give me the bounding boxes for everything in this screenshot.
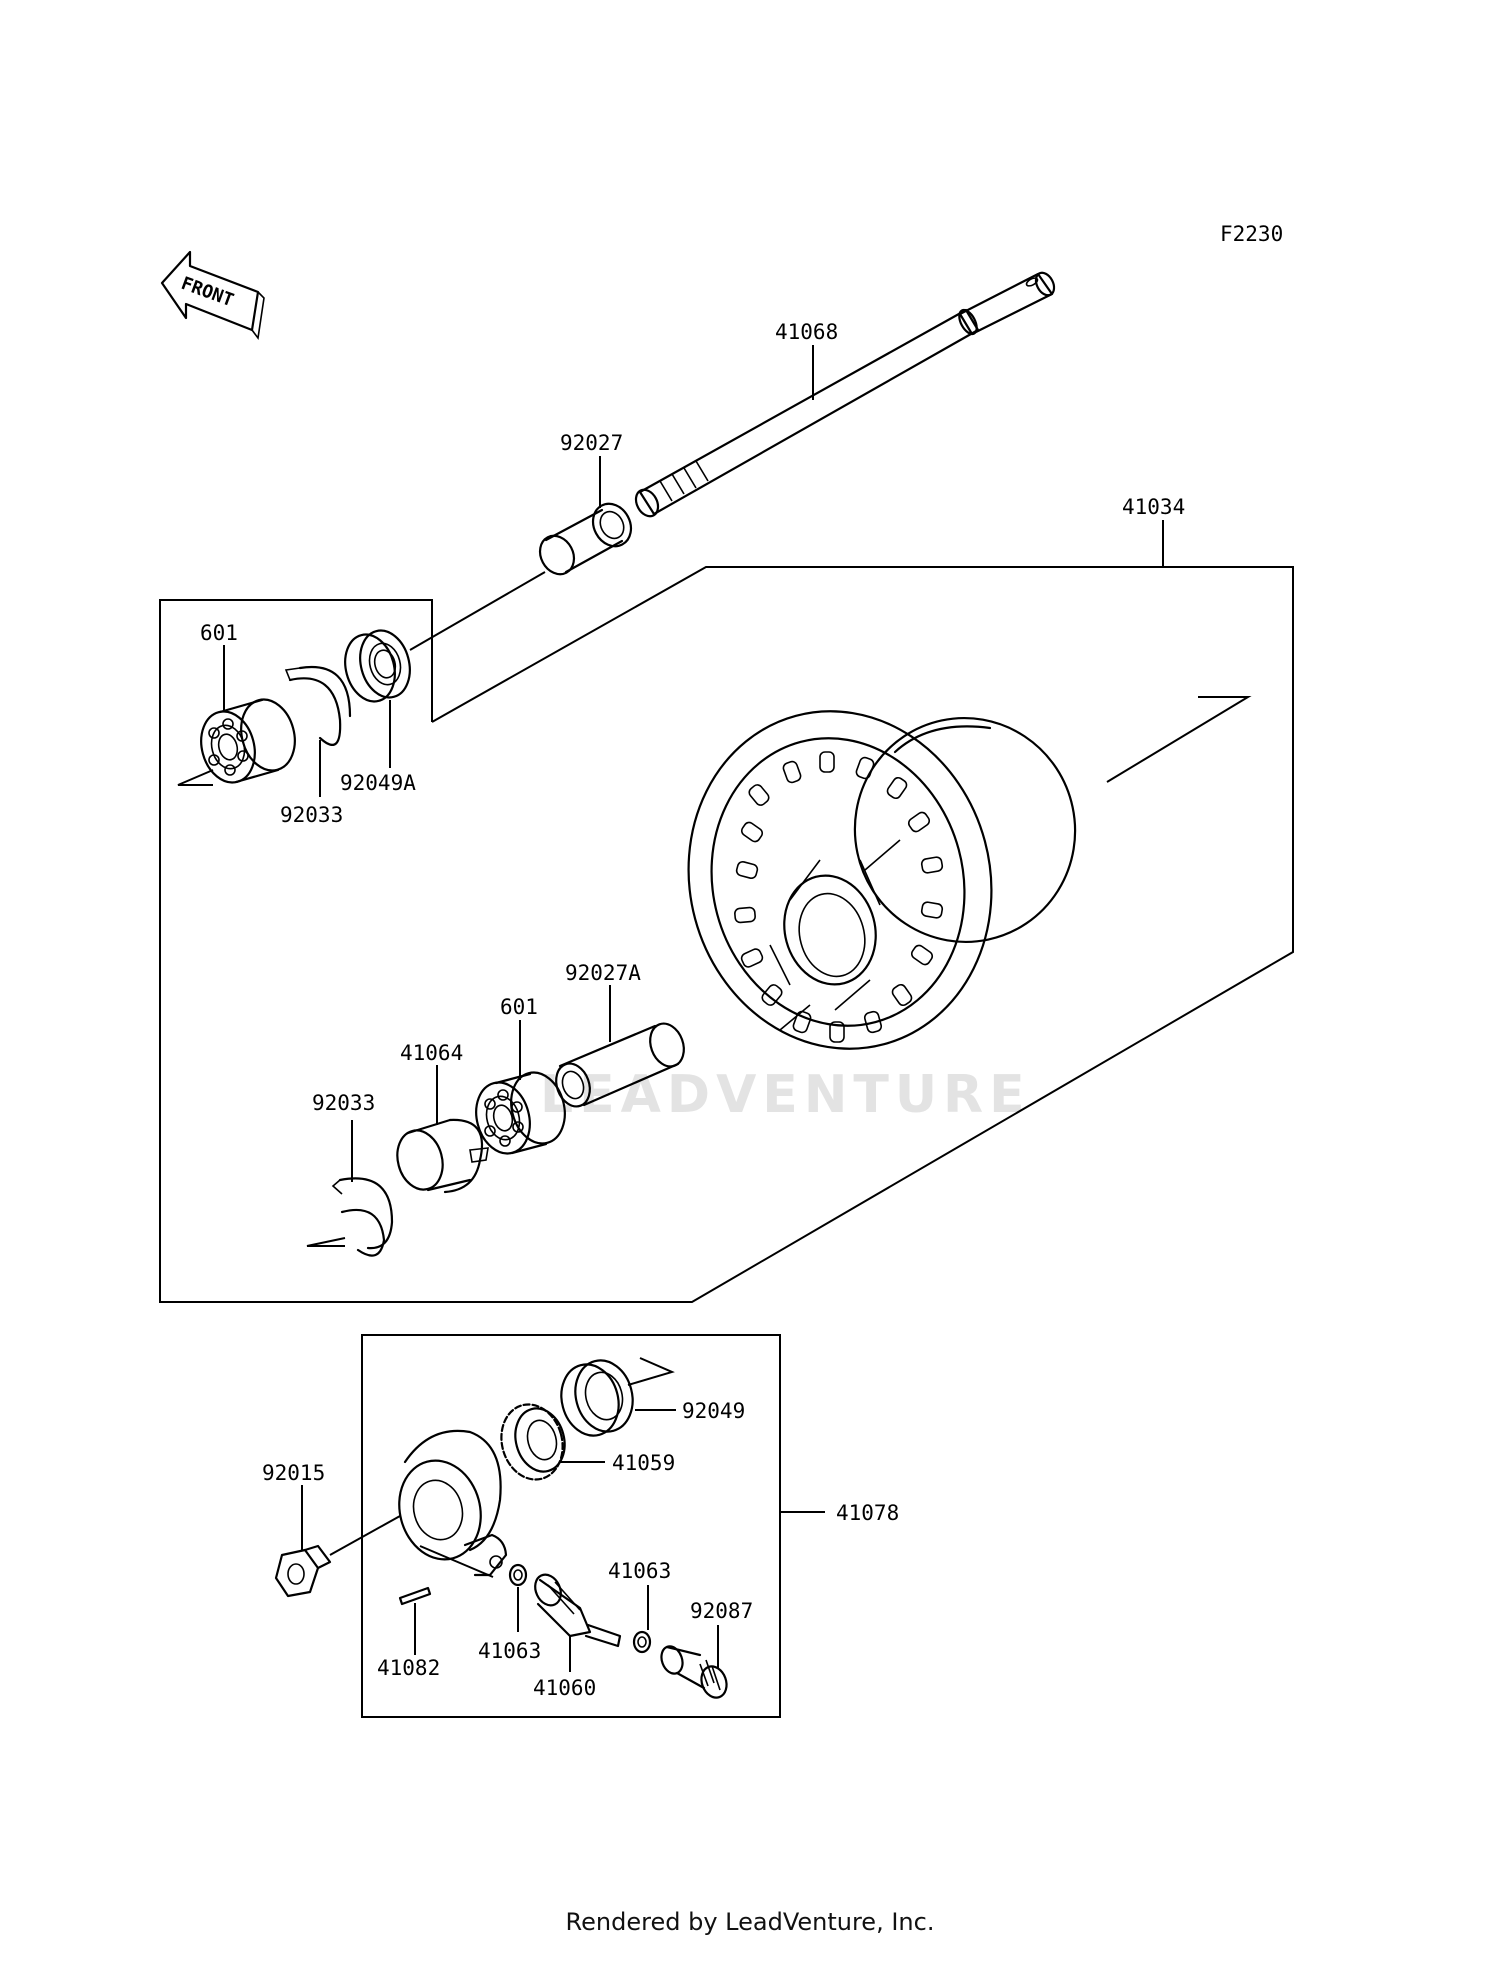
gear-housing bbox=[398, 1429, 508, 1577]
pin-41082 bbox=[398, 1586, 432, 1606]
spacer-41064 bbox=[396, 1118, 489, 1194]
watermark-text: LEADVENTURE bbox=[540, 1065, 1031, 1125]
label-92015: 92015 bbox=[262, 1461, 325, 1485]
washer-41063-left bbox=[508, 1563, 528, 1587]
bearing-601-mid bbox=[475, 1071, 566, 1155]
nut-92015 bbox=[274, 1544, 332, 1598]
label-601-mid: 601 bbox=[500, 995, 538, 1019]
collar-92027A bbox=[555, 1022, 685, 1108]
wheel-hub bbox=[687, 710, 1077, 1050]
gear-41059 bbox=[500, 1403, 566, 1481]
front-arrow-icon: FRONT bbox=[160, 250, 265, 341]
bearing-601-top bbox=[200, 698, 296, 784]
gearbox-assembly-frame bbox=[361, 1334, 781, 1718]
label-41034: 41034 bbox=[1122, 495, 1185, 519]
label-92027A: 92027A bbox=[565, 961, 641, 985]
pinion-41060 bbox=[534, 1573, 622, 1648]
oil-seal-92049 bbox=[560, 1359, 634, 1437]
oil-seal-92049A bbox=[344, 629, 411, 703]
label-41064: 41064 bbox=[400, 1041, 463, 1065]
label-92027: 92027 bbox=[560, 431, 623, 455]
label-41068: 41068 bbox=[775, 320, 838, 344]
label-41082: 41082 bbox=[377, 1656, 440, 1680]
hub-assembly-frame bbox=[159, 566, 1294, 1303]
label-41060: 41060 bbox=[533, 1676, 596, 1700]
label-41063-left: 41063 bbox=[478, 1639, 541, 1663]
label-92033-top: 92033 bbox=[280, 803, 343, 827]
label-92049A: 92049A bbox=[340, 771, 416, 795]
circlip-92033-mid bbox=[331, 1177, 394, 1257]
label-41063-right: 41063 bbox=[608, 1559, 671, 1583]
label-92049: 92049 bbox=[682, 1399, 745, 1423]
bushing-92087 bbox=[660, 1645, 728, 1699]
label-601-top: 601 bbox=[200, 621, 238, 645]
diagram-code: F2230 bbox=[1220, 222, 1283, 246]
footer-credit: Rendered by LeadVenture, Inc. bbox=[565, 1908, 935, 1936]
label-41059: 41059 bbox=[612, 1451, 675, 1475]
washer-41063-right bbox=[632, 1630, 652, 1654]
label-41078: 41078 bbox=[836, 1501, 899, 1525]
label-92087: 92087 bbox=[690, 1599, 753, 1623]
collar-92027 bbox=[538, 502, 633, 576]
axle-41068 bbox=[634, 271, 1056, 518]
label-92033-mid: 92033 bbox=[312, 1091, 375, 1115]
circlip-92033-top bbox=[284, 665, 352, 746]
